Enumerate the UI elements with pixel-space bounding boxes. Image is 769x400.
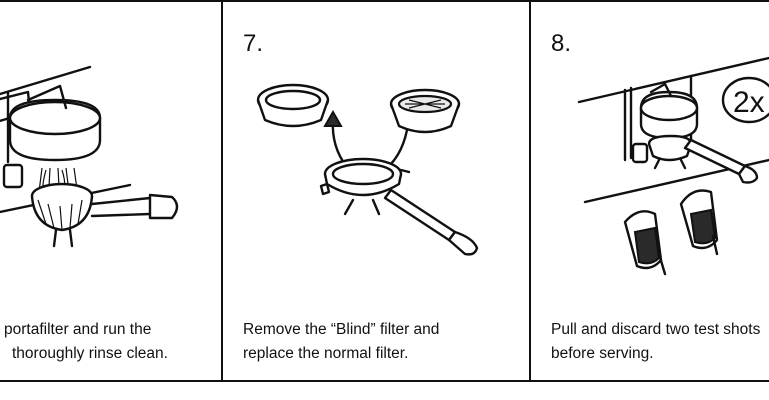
panel-divider-right — [529, 0, 531, 381]
step-8-panel: 8. 2x — [531, 0, 769, 381]
test-shots-illustration: 2x — [577, 56, 769, 276]
step-6-caption: portafilter and run the thoroughly rinse… — [0, 318, 168, 366]
step-8-caption: Pull and discard two test shots before s… — [551, 318, 760, 366]
rinse-portafilter-illustration — [0, 65, 179, 248]
step-7-panel: 7. — [223, 0, 529, 381]
portafilter-icon — [319, 157, 479, 256]
step-8-number: 8. — [551, 30, 572, 57]
step-6-caption-line-1: portafilter and run the — [4, 321, 152, 338]
top-border — [0, 0, 769, 2]
step-6-panel: portafilter and run the thoroughly rinse… — [0, 0, 221, 381]
badge-2x-label: 2x — [733, 86, 765, 119]
step-7-caption: Remove the “Blind” filter and replace th… — [243, 318, 439, 366]
step-8-caption-line-2: before serving. — [551, 345, 654, 362]
portafilter-icon — [631, 134, 759, 184]
badge-2x — [721, 76, 769, 124]
step-8-caption-line-1: Pull and discard two test shots — [551, 321, 761, 338]
step-6-caption-line-2: thoroughly rinse clean. — [12, 345, 168, 362]
espresso-machine-group-head-icon — [639, 82, 699, 140]
step-7-caption-line-1: Remove the “Blind” filter and — [243, 321, 440, 338]
swap-filter-illustration — [256, 83, 479, 256]
bottom-border — [0, 380, 769, 382]
step-7-caption-line-2: replace the normal filter. — [243, 345, 409, 362]
step-7-number: 7. — [243, 30, 264, 57]
blind-filter-basket-icon — [256, 83, 330, 128]
shot-glasses-icon — [623, 189, 719, 276]
normal-filter-basket-icon — [389, 88, 461, 134]
panel-divider-left — [221, 0, 223, 381]
